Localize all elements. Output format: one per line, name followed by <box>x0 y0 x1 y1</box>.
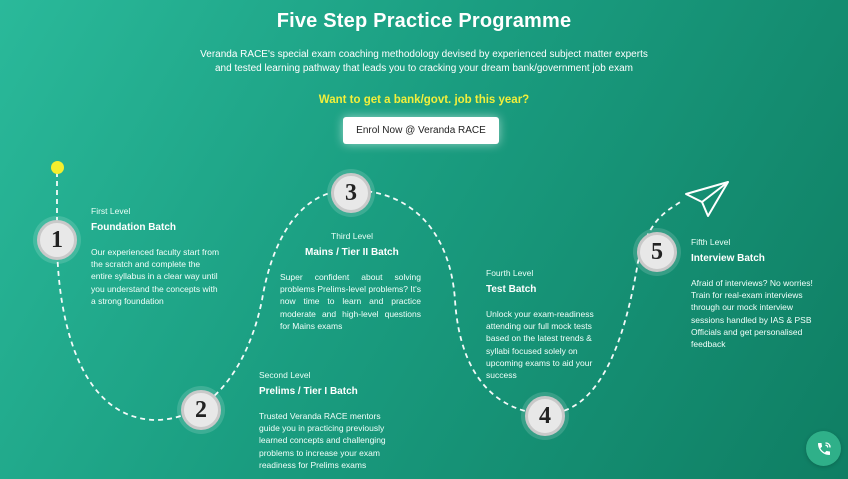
step-5-description: Afraid of interviews? No worries! Train … <box>691 278 813 350</box>
step-3-number: 3 <box>331 173 371 213</box>
cta-question: Want to get a bank/govt. job this year? <box>318 94 530 106</box>
subtitle-line-1: Veranda RACE's special exam coaching met… <box>200 49 648 60</box>
step-4-number: 4 <box>525 396 565 436</box>
phone-call-button[interactable] <box>806 431 841 466</box>
step-5-level: Fifth Level <box>691 237 731 247</box>
step-1-title: Foundation Batch <box>91 222 176 233</box>
step-5-number: 5 <box>637 232 677 272</box>
step-4-title: Test Batch <box>486 284 537 295</box>
step-4-description: Unlock your exam-readiness attending our… <box>486 309 594 381</box>
enrol-now-button[interactable]: Enrol Now @ Veranda RACE <box>343 117 499 144</box>
paper-plane-icon <box>685 181 729 217</box>
step-2-number: 2 <box>181 390 221 430</box>
step-1-level: First Level <box>91 206 131 216</box>
step-2-title: Prelims / Tier I Batch <box>259 386 358 397</box>
step-5-title: Interview Batch <box>691 253 765 264</box>
page-title: Five Step Practice Programme <box>276 10 572 32</box>
step-2-level: Second Level <box>259 370 311 380</box>
step-2-description: Trusted Veranda RACE mentors guide you i… <box>259 411 386 470</box>
step-1-number: 1 <box>37 220 77 260</box>
step-3-title: Mains / Tier II Batch <box>305 247 399 258</box>
subtitle-line-2: and tested learning pathway that leads y… <box>214 63 634 74</box>
step-3-description: Super confident about solving problems P… <box>280 272 421 331</box>
page-subtitle: Veranda RACE's special exam coaching met… <box>150 48 698 76</box>
step-4-level: Fourth Level <box>486 268 534 278</box>
phone-call-icon <box>817 441 831 455</box>
start-dot-icon <box>51 161 64 174</box>
step-3-level: Third Level <box>331 231 374 241</box>
step-1-description: Our experienced faculty start from the s… <box>91 247 220 306</box>
